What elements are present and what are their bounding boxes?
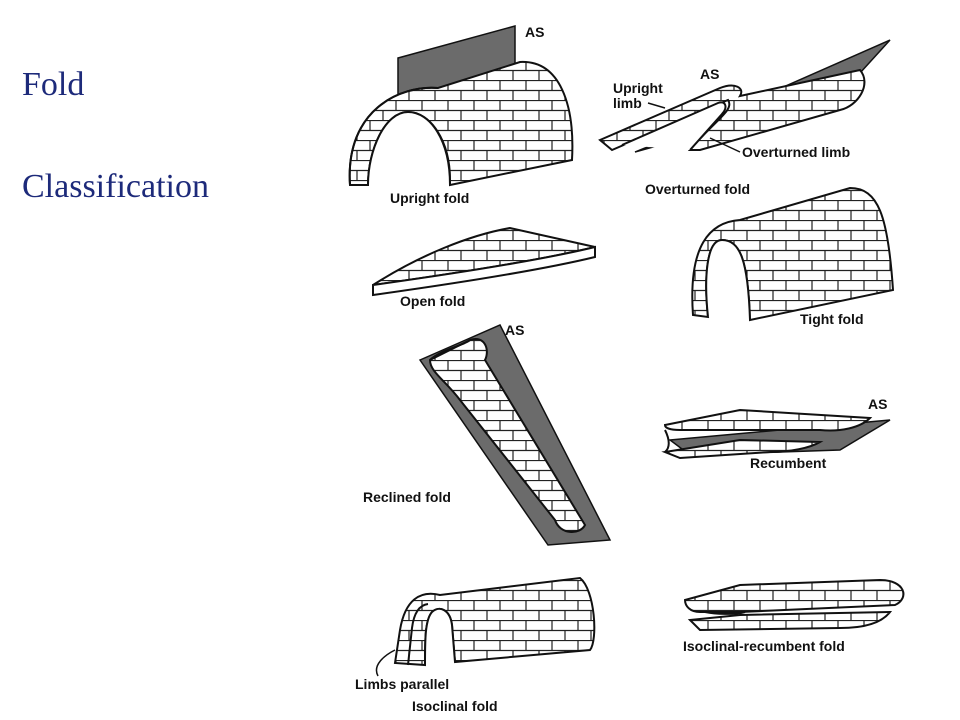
label-recumbent: Recumbent xyxy=(750,455,827,471)
label-overturned-limb: Overturned limb xyxy=(742,144,850,160)
label-reclined-as: AS xyxy=(505,322,524,338)
overturned-fold-figure: AS Upright limb Overturned limb Overturn… xyxy=(598,39,891,197)
title-fold: Fold xyxy=(22,66,85,103)
tight-fold-figure: Tight fold xyxy=(691,186,895,327)
leader-upright-limb xyxy=(647,102,666,109)
reclined-fold-figure: AS Reclined fold xyxy=(363,322,612,546)
leader-overturned-limb xyxy=(709,137,741,153)
label-overturned-fold: Overturned fold xyxy=(645,181,750,197)
label-upright-as: AS xyxy=(525,24,544,40)
label-isoclinal-fold: Isoclinal fold xyxy=(412,698,498,714)
label-reclined-fold: Reclined fold xyxy=(363,489,451,505)
open-fold-figure: Open fold xyxy=(372,226,596,309)
label-overturned-as: AS xyxy=(700,66,719,82)
recumbent-fold-figure: AS Recumbent xyxy=(661,396,891,471)
title-classification: Classification xyxy=(22,168,209,205)
label-isoclinal-recumbent-fold: Isoclinal-recumbent fold xyxy=(683,638,845,654)
isoclinal-recumbent-fold-figure: Isoclinal-recumbent fold xyxy=(683,578,905,654)
label-open-fold: Open fold xyxy=(400,293,465,309)
label-upright-limb-1: Upright xyxy=(613,80,663,96)
label-upright-limb-2: limb xyxy=(613,95,642,111)
label-limbs-parallel: Limbs parallel xyxy=(355,676,449,692)
label-tight-fold: Tight fold xyxy=(800,311,864,327)
upright-fold-figure: AS Upright fold xyxy=(348,24,574,206)
isoclinal-fold-figure: Limbs parallel Isoclinal fold xyxy=(355,576,596,714)
leader-limbs-parallel xyxy=(375,649,396,677)
label-recumbent-as: AS xyxy=(868,396,887,412)
label-upright-fold: Upright fold xyxy=(390,190,469,206)
